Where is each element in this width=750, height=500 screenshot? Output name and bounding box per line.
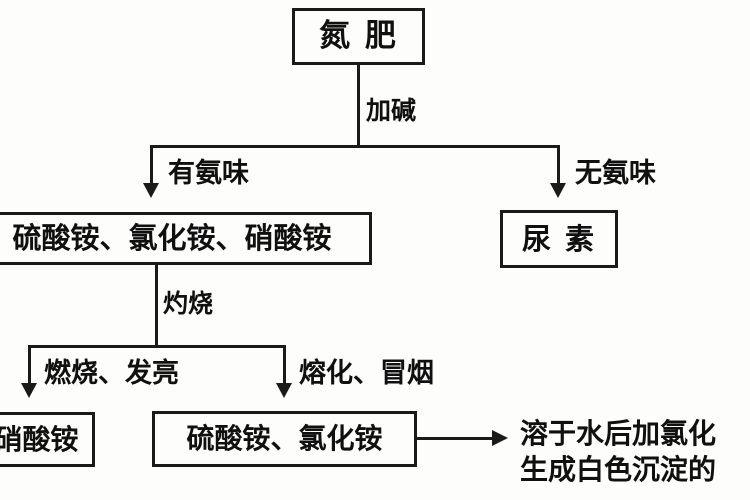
arrow-split2-right	[276, 383, 292, 398]
connector-to-note	[417, 437, 495, 440]
note-precipitate-line-2: 生成白色沉淀的	[520, 452, 717, 486]
node-ammonium-sulfate-chloride-label: 硫酸铵、氯化铵	[186, 422, 383, 455]
arrow-to-note	[492, 430, 508, 446]
connector-group-stem	[155, 265, 158, 345]
node-ammonium-nitrate-label: 硝酸铵	[0, 422, 79, 456]
edge-label-has-ammonia-smell: 有氨味	[168, 158, 249, 189]
node-root-label: 氮 肥	[319, 18, 398, 54]
node-ammonium-nitrate: 硝酸铵	[0, 412, 95, 467]
connector-split1-right-leg	[557, 145, 560, 185]
edge-label-add-alkali: 加碱	[366, 96, 417, 125]
node-ammonium-salts-group: 硫酸铵、氯化铵、硝酸铵	[0, 212, 372, 265]
connector-split2-right-leg	[283, 345, 286, 385]
connector-split2-left-leg	[28, 345, 31, 385]
node-root-nitrogen-fertilizer: 氮 肥	[292, 8, 425, 65]
edge-label-ignite: 灼烧	[163, 289, 214, 318]
edge-label-melts-smokes: 熔化、冒烟	[299, 358, 434, 389]
edge-label-burns-bright: 燃烧、发亮	[44, 358, 179, 389]
note-precipitate: 溶于水后加氯化 生成白色沉淀的	[520, 416, 716, 488]
arrow-split1-right	[550, 183, 566, 198]
connector-root-stem	[357, 65, 360, 145]
arrow-split2-left	[21, 383, 37, 398]
connector-split2-bar	[28, 345, 286, 348]
node-urea-label: 尿 素	[521, 221, 597, 256]
connector-split1-bar	[150, 145, 560, 148]
connector-split1-left-leg	[150, 145, 153, 185]
arrow-split1-left	[143, 183, 159, 198]
node-urea: 尿 素	[500, 210, 618, 268]
node-ammonium-sulfate-chloride: 硫酸铵、氯化铵	[152, 411, 417, 467]
edge-label-no-ammonia-smell: 无氨味	[575, 158, 656, 189]
node-ammonium-salts-group-label: 硫酸铵、氯化铵、硝酸铵	[12, 221, 332, 255]
note-precipitate-line-1: 溶于水后加氯化	[520, 417, 717, 450]
